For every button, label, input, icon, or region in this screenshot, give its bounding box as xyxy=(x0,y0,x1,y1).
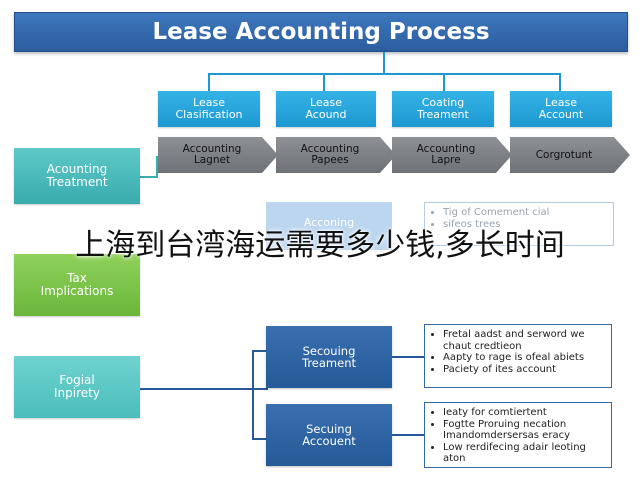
connector-line xyxy=(383,52,385,74)
top-box-line2: Clasification xyxy=(175,108,243,121)
chevron-line1: Corgrotunt xyxy=(535,148,593,161)
mid-box-line1: Secuing xyxy=(306,422,352,436)
overlay-caption: 上海到台湾海运需要多少钱,多长时间 xyxy=(75,228,565,263)
page-title: Lease Accounting Process xyxy=(14,12,628,52)
faded-box-acconing: Acconing xyxy=(266,202,392,250)
left-box-line1: Tax xyxy=(67,271,87,285)
top-box-line2: Account xyxy=(538,108,584,121)
left-box-line2: Inpirety xyxy=(54,386,100,400)
connector-line xyxy=(208,73,210,91)
mid-box-line2: Treament xyxy=(301,356,356,370)
note-box-treatment: Fretal aadst and serword we chaut credti… xyxy=(424,324,612,388)
connector-line xyxy=(323,73,325,91)
mid-box-line1: Secouing xyxy=(302,344,356,358)
top-box-line2: Acound xyxy=(305,108,347,121)
note-item: Fretal aadst and serword we chaut credti… xyxy=(443,329,605,352)
chevron-line1: Accounting xyxy=(416,143,476,155)
note-item: Low rerdifecing adair leoting aton xyxy=(443,442,605,465)
chevron-line1: Accounting xyxy=(300,143,360,155)
top-box-line2: Treament xyxy=(417,108,469,121)
top-box-line1: Lease xyxy=(193,96,225,109)
connector-line xyxy=(392,356,424,358)
connector-line xyxy=(559,73,561,91)
left-box-line2: Implications xyxy=(40,284,114,298)
connector-line xyxy=(140,176,158,178)
note-box-account: Ieaty for comtiertent Fogtte Proruing ne… xyxy=(424,402,612,468)
left-box-line1: Fogial xyxy=(59,373,95,387)
top-box-line1: Lease xyxy=(310,96,342,109)
chevron-corgrotunt: Corgrotunt xyxy=(510,137,630,173)
top-box-line1: Lease xyxy=(545,96,577,109)
note-item: sifeos trees xyxy=(443,219,607,231)
note-item: Paciety of ites account xyxy=(443,364,605,376)
note-item: Aapty to rage is ofeal abiets xyxy=(443,352,605,364)
note-item: Fogtte Proruing necation Imandomdersersa… xyxy=(443,419,605,442)
left-box-line1: Acounting xyxy=(46,162,108,176)
connector-line xyxy=(252,438,266,440)
chevron-line2: Papees xyxy=(311,154,349,166)
connector-line xyxy=(252,350,254,440)
connector-line xyxy=(252,350,266,352)
mid-box-line2: Accouent xyxy=(302,434,356,448)
connector-line xyxy=(156,156,158,178)
connector-line xyxy=(140,388,268,390)
connector-line xyxy=(443,73,445,91)
faded-note-box: Tig of Comement cial sifeos trees xyxy=(424,202,614,246)
chevron-line1: Accounting xyxy=(182,143,242,155)
left-box-line2: Treatment xyxy=(46,175,108,189)
note-item: Ieaty for comtiertent xyxy=(443,407,605,419)
connector-line xyxy=(208,73,560,75)
connector-line xyxy=(392,434,424,436)
note-item: Tig of Comement cial xyxy=(443,207,607,219)
chevron-line2: Lagnet xyxy=(193,154,231,166)
top-box-line1: Coating xyxy=(421,96,465,109)
faded-box-label: Acconing xyxy=(303,216,355,229)
chevron-line2: Lapre xyxy=(431,154,461,166)
